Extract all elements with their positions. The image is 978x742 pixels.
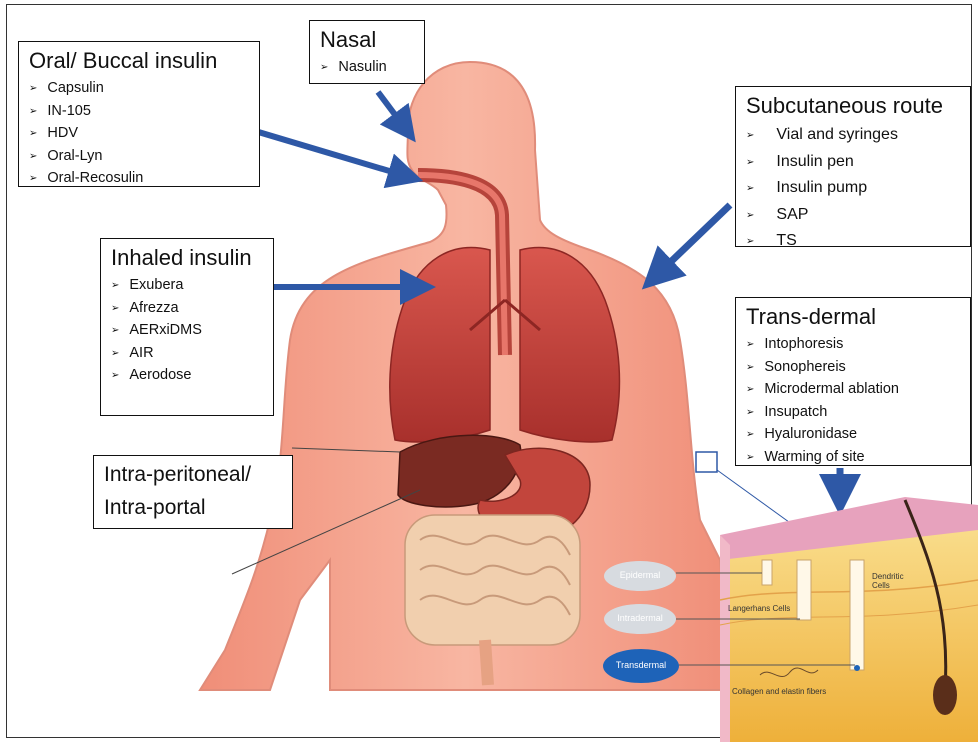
oral-title: Oral/ Buccal insulin [29, 48, 249, 74]
list-item: AIR [111, 343, 263, 366]
intradermal-label: Intradermal [606, 613, 674, 623]
list-item: Insulin pump [746, 176, 960, 203]
list-item: HDV [29, 123, 249, 146]
intraperitoneal-line1: Intra-peritoneal/ [104, 458, 282, 491]
transdermal-box: Trans-dermal Intophoresis Sonophereis Mi… [735, 297, 971, 466]
intestines [405, 515, 580, 645]
nasal-title: Nasal [320, 27, 414, 53]
list-item: Warming of site [746, 447, 960, 470]
arrow-oral [245, 128, 406, 176]
list-item: Capsulin [29, 78, 249, 101]
langerhans-label: Langerhans Cells [728, 604, 790, 613]
epidermal-label: Epidermal [606, 570, 674, 580]
list-item: Exubera [111, 275, 263, 298]
list-item: Afrezza [111, 298, 263, 321]
nasal-list: Nasulin [320, 57, 414, 80]
subcutaneous-box: Subcutaneous route Vial and syringes Ins… [735, 86, 971, 247]
list-item: Vial and syringes [746, 123, 960, 150]
zoom-line [717, 470, 800, 530]
list-item: Oral-Lyn [29, 146, 249, 169]
list-item: Nasulin [320, 57, 414, 80]
inhaled-title: Inhaled insulin [111, 245, 263, 271]
inhaled-list: Exubera Afrezza AERxiDMS AIR Aerodose [111, 275, 263, 388]
list-item: Aerodose [111, 365, 263, 388]
oral-list: Capsulin IN-105 HDV Oral-Lyn Oral-Recosu… [29, 78, 249, 191]
list-item: Hyaluronidase [746, 424, 960, 447]
list-item: Microdermal ablation [746, 379, 960, 402]
collagen-label: Collagen and elastin fibers [732, 687, 826, 696]
list-item: Insulin pen [746, 150, 960, 177]
list-item: Oral-Recosulin [29, 168, 249, 191]
intraperitoneal-box: Intra-peritoneal/ Intra-portal [93, 455, 293, 529]
list-item: AERxiDMS [111, 320, 263, 343]
list-item: Insupatch [746, 402, 960, 425]
dendritic-label: Dendritic Cells [872, 572, 896, 590]
intraperitoneal-line2: Intra-portal [104, 491, 282, 524]
subcutaneous-title: Subcutaneous route [746, 93, 960, 119]
oral-buccal-box: Oral/ Buccal insulin Capsulin IN-105 HDV… [18, 41, 260, 187]
list-item: Sonophereis [746, 357, 960, 380]
transdermal-label: Transdermal [603, 660, 679, 670]
arrow-subcutaneous [657, 205, 730, 275]
nasal-box: Nasal Nasulin [309, 20, 425, 84]
list-item: TS [746, 229, 960, 256]
subcutaneous-list: Vial and syringes Insulin pen Insulin pu… [746, 123, 960, 256]
arrow-nasal [378, 92, 405, 128]
skin-zoom-square [696, 452, 717, 472]
inhaled-box: Inhaled insulin Exubera Afrezza AERxiDMS… [100, 238, 274, 416]
transdermal-title: Trans-dermal [746, 304, 960, 330]
list-item: Intophoresis [746, 334, 960, 357]
transdermal-list: Intophoresis Sonophereis Microdermal abl… [746, 334, 960, 469]
list-item: SAP [746, 203, 960, 230]
list-item: IN-105 [29, 101, 249, 124]
